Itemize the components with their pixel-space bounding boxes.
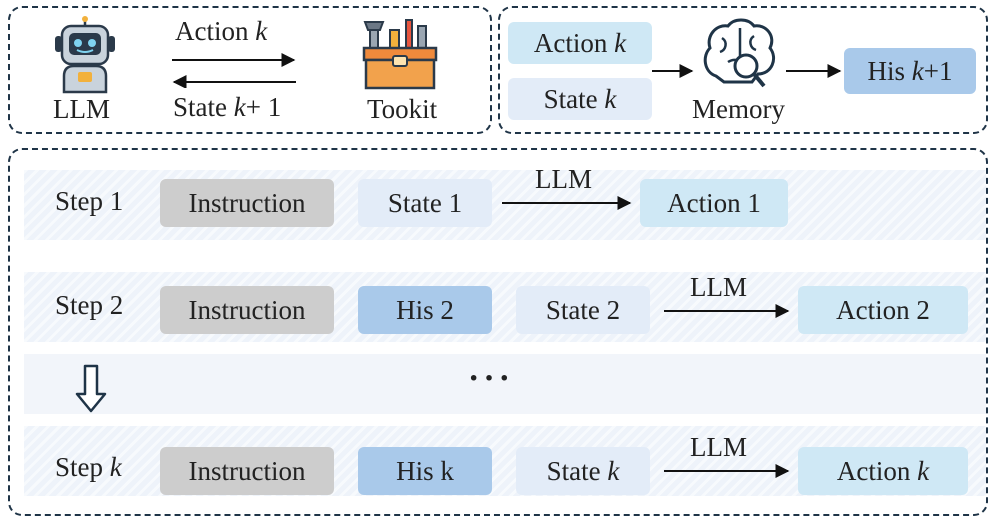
step1-state-box: State 1 bbox=[358, 179, 492, 227]
step2-action-box: Action 2 bbox=[798, 286, 968, 334]
stepk-llm-label: LLM bbox=[690, 432, 747, 462]
step1-llm-label: LLM bbox=[535, 164, 592, 194]
memory-out-arrow bbox=[786, 64, 842, 78]
memory-state-k-box: State k bbox=[508, 78, 652, 120]
ellipsis-band bbox=[24, 354, 986, 414]
step2-his-box: His 2 bbox=[358, 286, 492, 334]
stepk-label: Step k bbox=[55, 452, 122, 482]
state-k-plus-1-label: State k+ 1 bbox=[173, 92, 282, 122]
memory-panel: Action k State k Memory His k+1 bbox=[498, 6, 988, 134]
robot-icon bbox=[55, 16, 115, 94]
action-k-label: Action k bbox=[175, 16, 268, 46]
step2-label: Step 2 bbox=[55, 290, 124, 320]
toolkit-label: Tookit bbox=[367, 94, 438, 124]
brain-icon bbox=[703, 18, 775, 88]
memory-action-k-box: Action k bbox=[508, 22, 652, 64]
his-k-plus-1-box: His k+1 bbox=[844, 48, 976, 94]
toolkit-panel: LLM Action k State k+ 1 Tookit bbox=[8, 6, 492, 134]
bidirectional-arrows bbox=[172, 53, 296, 88]
step2-state-box: State 2 bbox=[516, 286, 650, 334]
memory-label: Memory bbox=[692, 94, 785, 124]
stepk-llm-arrow bbox=[664, 464, 790, 478]
toolbox-icon bbox=[362, 19, 438, 90]
llm-label: LLM bbox=[53, 94, 110, 124]
stepk-action-box: Action k bbox=[798, 447, 968, 495]
step1-label: Step 1 bbox=[55, 186, 124, 216]
stepk-instruction-box: Instruction bbox=[160, 447, 334, 495]
step2-llm-label: LLM bbox=[690, 272, 747, 302]
step1-llm-arrow bbox=[502, 196, 632, 210]
step2-instruction-box: Instruction bbox=[160, 286, 334, 334]
stepk-state-box: State k bbox=[516, 447, 650, 495]
down-arrow-icon bbox=[75, 364, 107, 413]
memory-in-arrow bbox=[652, 64, 694, 78]
ellipsis: ··· bbox=[468, 360, 515, 397]
step2-llm-arrow bbox=[664, 304, 790, 318]
step1-action-box: Action 1 bbox=[640, 179, 788, 227]
step1-instruction-box: Instruction bbox=[160, 179, 334, 227]
stepk-his-box: His k bbox=[358, 447, 492, 495]
